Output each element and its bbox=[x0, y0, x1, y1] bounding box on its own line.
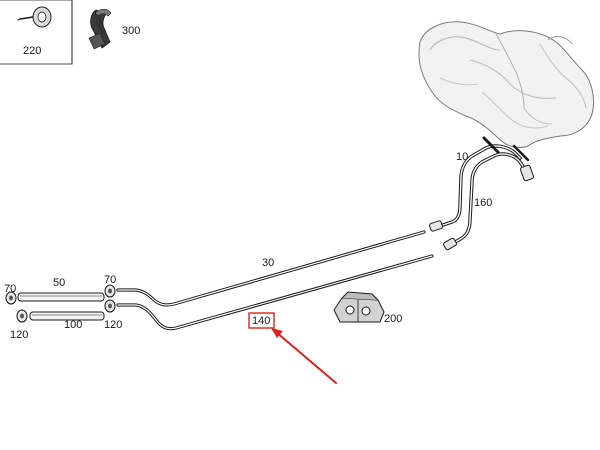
clamp-120-left bbox=[16, 309, 28, 323]
clamp-70-left bbox=[5, 291, 17, 305]
fuel-line-140 bbox=[116, 254, 434, 331]
part-label-70-left: 70 bbox=[4, 283, 16, 295]
line-holder-200 bbox=[333, 291, 385, 323]
fuel-line-10-160 bbox=[429, 136, 535, 251]
part-label-70-right: 70 bbox=[104, 274, 116, 286]
highlight-box-140: 140 bbox=[248, 312, 275, 329]
part-label-160: 160 bbox=[474, 197, 492, 209]
fuel-line-30 bbox=[116, 230, 426, 307]
part-label-50: 50 bbox=[53, 277, 65, 289]
hose-50 bbox=[17, 292, 105, 302]
hose-100 bbox=[29, 311, 105, 321]
inset-220-label: 220 bbox=[23, 45, 41, 57]
cable-tie-clip-icon bbox=[88, 8, 112, 50]
part-label-200: 200 bbox=[384, 313, 402, 325]
part-label-30: 30 bbox=[262, 257, 274, 269]
inset-box-220: 220 bbox=[0, 0, 73, 65]
highlight-arrow bbox=[271, 328, 337, 384]
fuel-tank bbox=[418, 21, 595, 149]
clamp-70-right bbox=[104, 284, 116, 298]
part-label-120-right: 120 bbox=[104, 319, 122, 331]
part-label-100: 100 bbox=[64, 319, 82, 331]
clamp-120-right bbox=[104, 299, 116, 313]
inset-300-label: 300 bbox=[122, 25, 140, 37]
grommet-icon bbox=[17, 6, 52, 28]
part-label-140: 140 bbox=[252, 315, 270, 327]
inset-box-300: 300 bbox=[71, 0, 140, 65]
part-label-10: 10 bbox=[456, 151, 468, 163]
part-label-120-left: 120 bbox=[10, 329, 28, 341]
